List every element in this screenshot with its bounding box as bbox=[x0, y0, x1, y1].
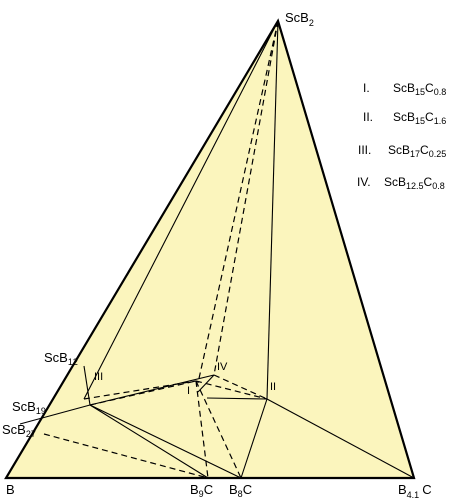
solid-tie-lines bbox=[19, 20, 415, 479]
legend-number: I. bbox=[363, 81, 370, 95]
legend-formula: ScB15C0.8 bbox=[393, 81, 446, 97]
label-scb12: ScB12 bbox=[44, 350, 78, 367]
label-scb27: ScB27 bbox=[2, 422, 36, 439]
vertex-label-left: B bbox=[6, 482, 15, 497]
label-b8c: B8C bbox=[229, 482, 252, 499]
label-b9c: B9C bbox=[190, 482, 213, 499]
legend-number: IV. bbox=[357, 175, 371, 189]
phase-label-iv: IV bbox=[217, 361, 228, 373]
tie-line bbox=[89, 404, 242, 479]
phase-label-i: I bbox=[187, 385, 190, 397]
phase-label-iii: III bbox=[94, 371, 103, 383]
phase-label-ii: II bbox=[270, 381, 276, 393]
dashed-tie-line bbox=[89, 380, 197, 406]
tie-line bbox=[240, 398, 268, 479]
label-scb19: ScB19 bbox=[12, 399, 46, 416]
legend-formula: ScB15C1.6 bbox=[393, 110, 446, 126]
tie-line bbox=[19, 404, 91, 425]
tie-line bbox=[83, 20, 279, 400]
dashed-tie-lines bbox=[43, 20, 279, 479]
dashed-tie-line bbox=[195, 380, 209, 479]
vertex-label-top: ScB2 bbox=[285, 10, 314, 28]
dashed-tie-line bbox=[83, 380, 197, 400]
composition-triangle bbox=[4, 18, 416, 480]
tie-line bbox=[266, 398, 415, 479]
legend-number: III. bbox=[358, 143, 371, 157]
dashed-tie-line bbox=[195, 380, 268, 400]
dashed-tie-line bbox=[197, 20, 279, 384]
legend: I. ScB15C0.8 II. ScB15C1.6 III. ScB17C0.… bbox=[357, 81, 446, 191]
dashed-tie-line bbox=[43, 433, 209, 479]
tie-line bbox=[266, 20, 279, 400]
legend-formula: ScB17C0.25 bbox=[388, 143, 446, 159]
dashed-tie-line bbox=[195, 380, 242, 479]
tie-line bbox=[89, 404, 209, 479]
legend-formula: ScB12.5C0.8 bbox=[384, 175, 445, 191]
tie-line bbox=[206, 397, 268, 400]
legend-number: II. bbox=[363, 110, 373, 124]
